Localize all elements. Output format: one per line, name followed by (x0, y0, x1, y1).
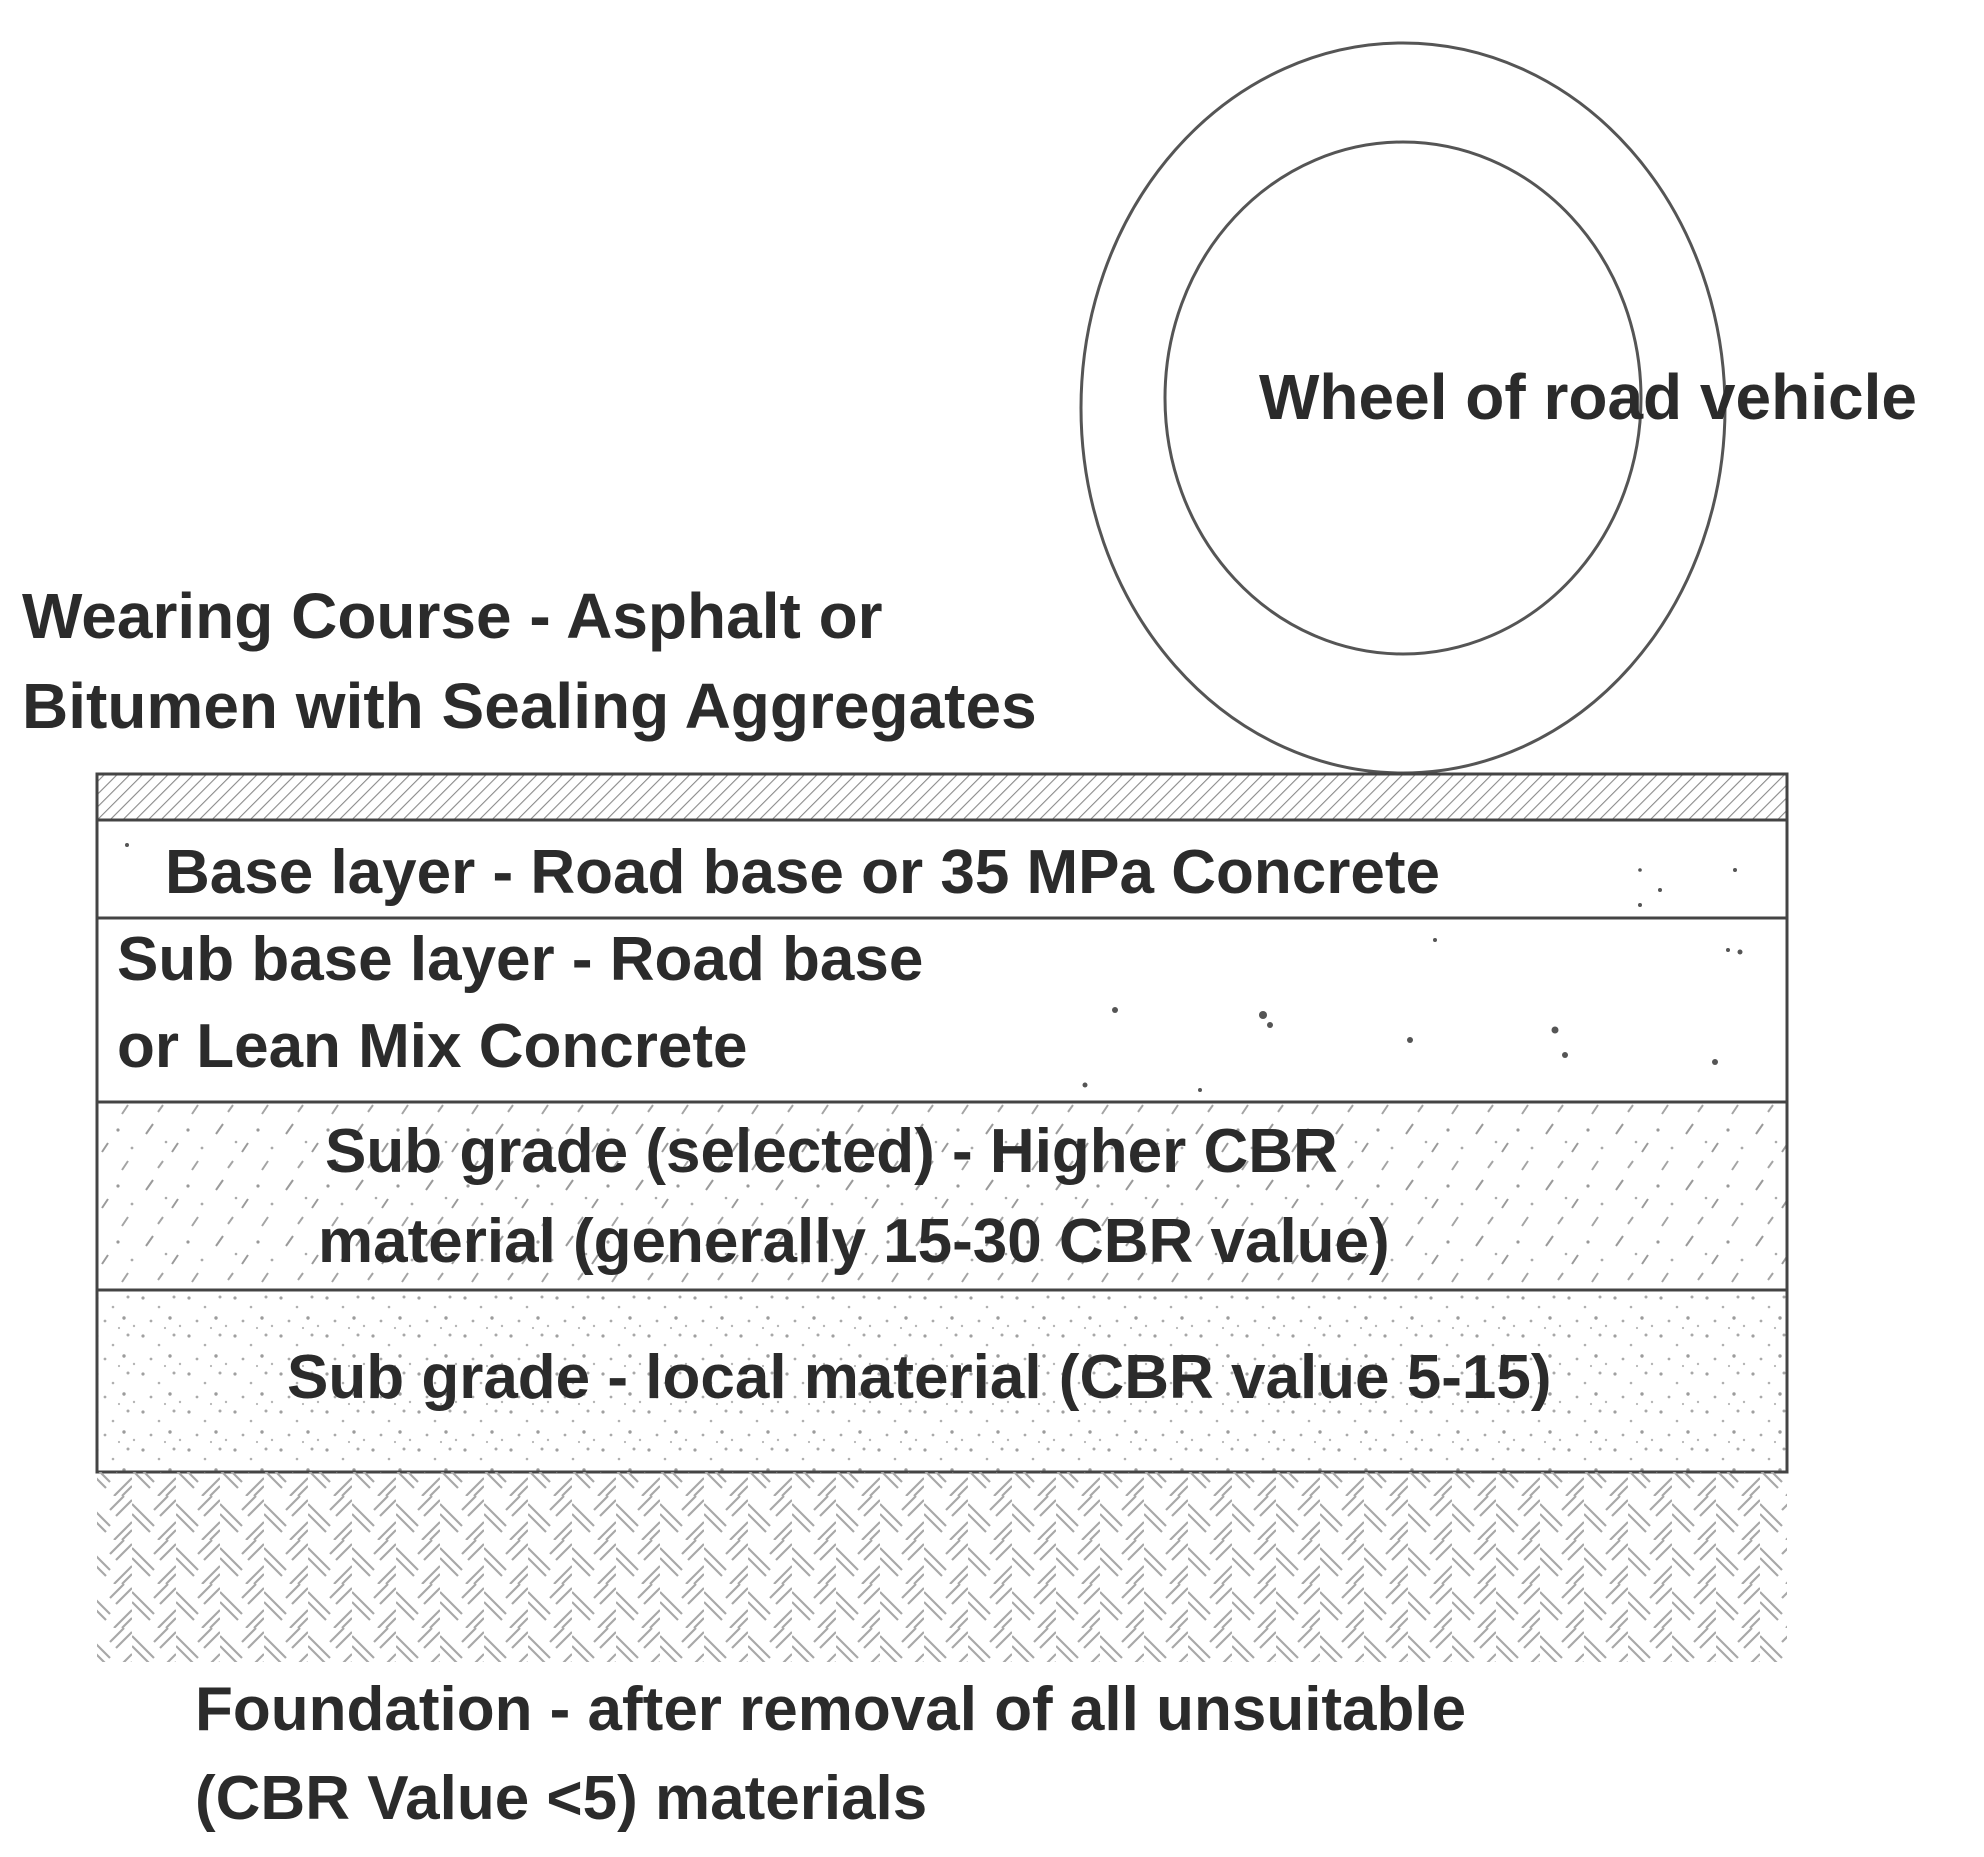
base-layer-label: Base layer - Road base or 35 MPa Concret… (165, 838, 1440, 907)
foundation-layer (97, 1472, 1787, 1662)
sub-base-layer-label-line1: Sub base layer - Road base (117, 925, 923, 994)
base-layer (95, 818, 1789, 920)
wearing-course-layer (95, 772, 1789, 822)
wheel: Wheel of road vehicle (1079, 41, 1917, 775)
wheel-label: Wheel of road vehicle (1259, 361, 1917, 433)
wearing-course-label-line1: Wearing Course - Asphalt or (22, 580, 883, 652)
sub-base-layer-label-line2: or Lean Mix Concrete (117, 1012, 747, 1081)
wearing-course-label-line2: Bitumen with Sealing Aggregates (22, 670, 1037, 742)
sub-grade-selected-label-line2: material (generally 15-30 CBR value) (318, 1207, 1390, 1276)
sub-grade-local-layer (95, 1288, 1789, 1474)
sub-grade-local-label: Sub grade - local material (CBR value 5-… (287, 1343, 1552, 1412)
sub-grade-selected-layer (95, 1100, 1789, 1292)
foundation-label-line1: Foundation - after removal of all unsuit… (195, 1675, 1466, 1744)
wearing-course-label: Wearing Course - Asphalt or Bitumen with… (22, 580, 1037, 742)
foundation-label-line2: (CBR Value <5) materials (195, 1764, 927, 1833)
wheel-inner-rim (1163, 140, 1643, 656)
sub-base-speckles (125, 843, 1743, 1092)
foundation-label: Foundation - after removal of all unsuit… (195, 1675, 1466, 1833)
sub-grade-selected-label-line1: Sub grade (selected) - Higher CBR (325, 1117, 1338, 1186)
pavement-layers: Base layer - Road base or 35 MPa Concret… (95, 772, 1789, 1662)
